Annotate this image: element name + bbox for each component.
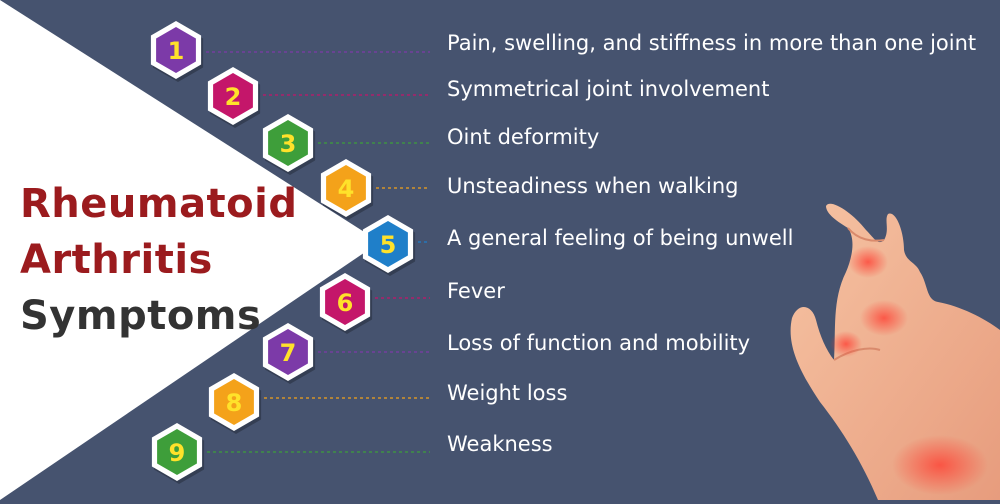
connector-lines [206,51,430,453]
badge-fill [268,329,308,375]
number-badge: 9 [151,423,205,484]
badge-number: 2 [225,83,242,111]
hand-illustration [790,203,1000,500]
number-badge: 5 [362,215,416,276]
inflamed-joint-2 [860,300,908,336]
symptom-label: Weight loss [447,381,568,405]
symptom-label: Oint deformity [447,125,600,149]
title-line-2: Arthritis [20,237,213,283]
title-line-3: Symptoms [20,293,262,339]
inflamed-joint-3 [830,331,862,357]
badge-fill [213,73,253,119]
number-badge: 7 [262,323,316,384]
badge-fill [325,279,365,325]
number-badge: 6 [319,273,373,334]
badge-fill [326,165,366,211]
badge-fill [157,429,197,475]
symptom-label: Weakness [447,432,553,456]
badge-number: 3 [280,130,297,158]
badge-number: 9 [169,439,186,467]
badge-number: 1 [168,37,185,65]
badge-number: 8 [226,389,243,417]
badge-fill [368,221,408,267]
symptom-label: Symmetrical joint involvement [447,77,770,101]
badge-fill [268,120,308,166]
badge-fill [214,379,254,425]
number-badge: 4 [320,159,374,220]
badge-number: 5 [380,231,397,259]
symptom-label: Loss of function and mobility [447,331,751,355]
symptom-label: Unsteadiness when walking [447,174,739,198]
main-title: Rheumatoid Arthritis Symptoms [20,176,298,344]
badge-number: 7 [280,339,297,367]
inflamed-wrist [892,435,988,495]
badge-fill [156,27,196,73]
hand-icon [790,203,1000,500]
badge-number: 4 [338,175,355,203]
title-line-1: Rheumatoid [20,181,298,227]
number-badge: 3 [262,114,316,175]
inflamed-joint-1 [848,246,888,278]
number-badge: 2 [207,67,261,128]
number-badges: 1 2 3 45 6 7 8 9 [150,21,416,484]
symptom-label: Pain, swelling, and stiffness in more th… [447,31,977,55]
symptom-label: Fever [447,279,505,303]
number-badge: 8 [208,373,262,434]
number-badge: 1 [150,21,204,82]
symptom-label: A general feeling of being unwell [447,226,794,250]
white-panel [0,0,380,500]
badge-number: 6 [337,289,354,317]
